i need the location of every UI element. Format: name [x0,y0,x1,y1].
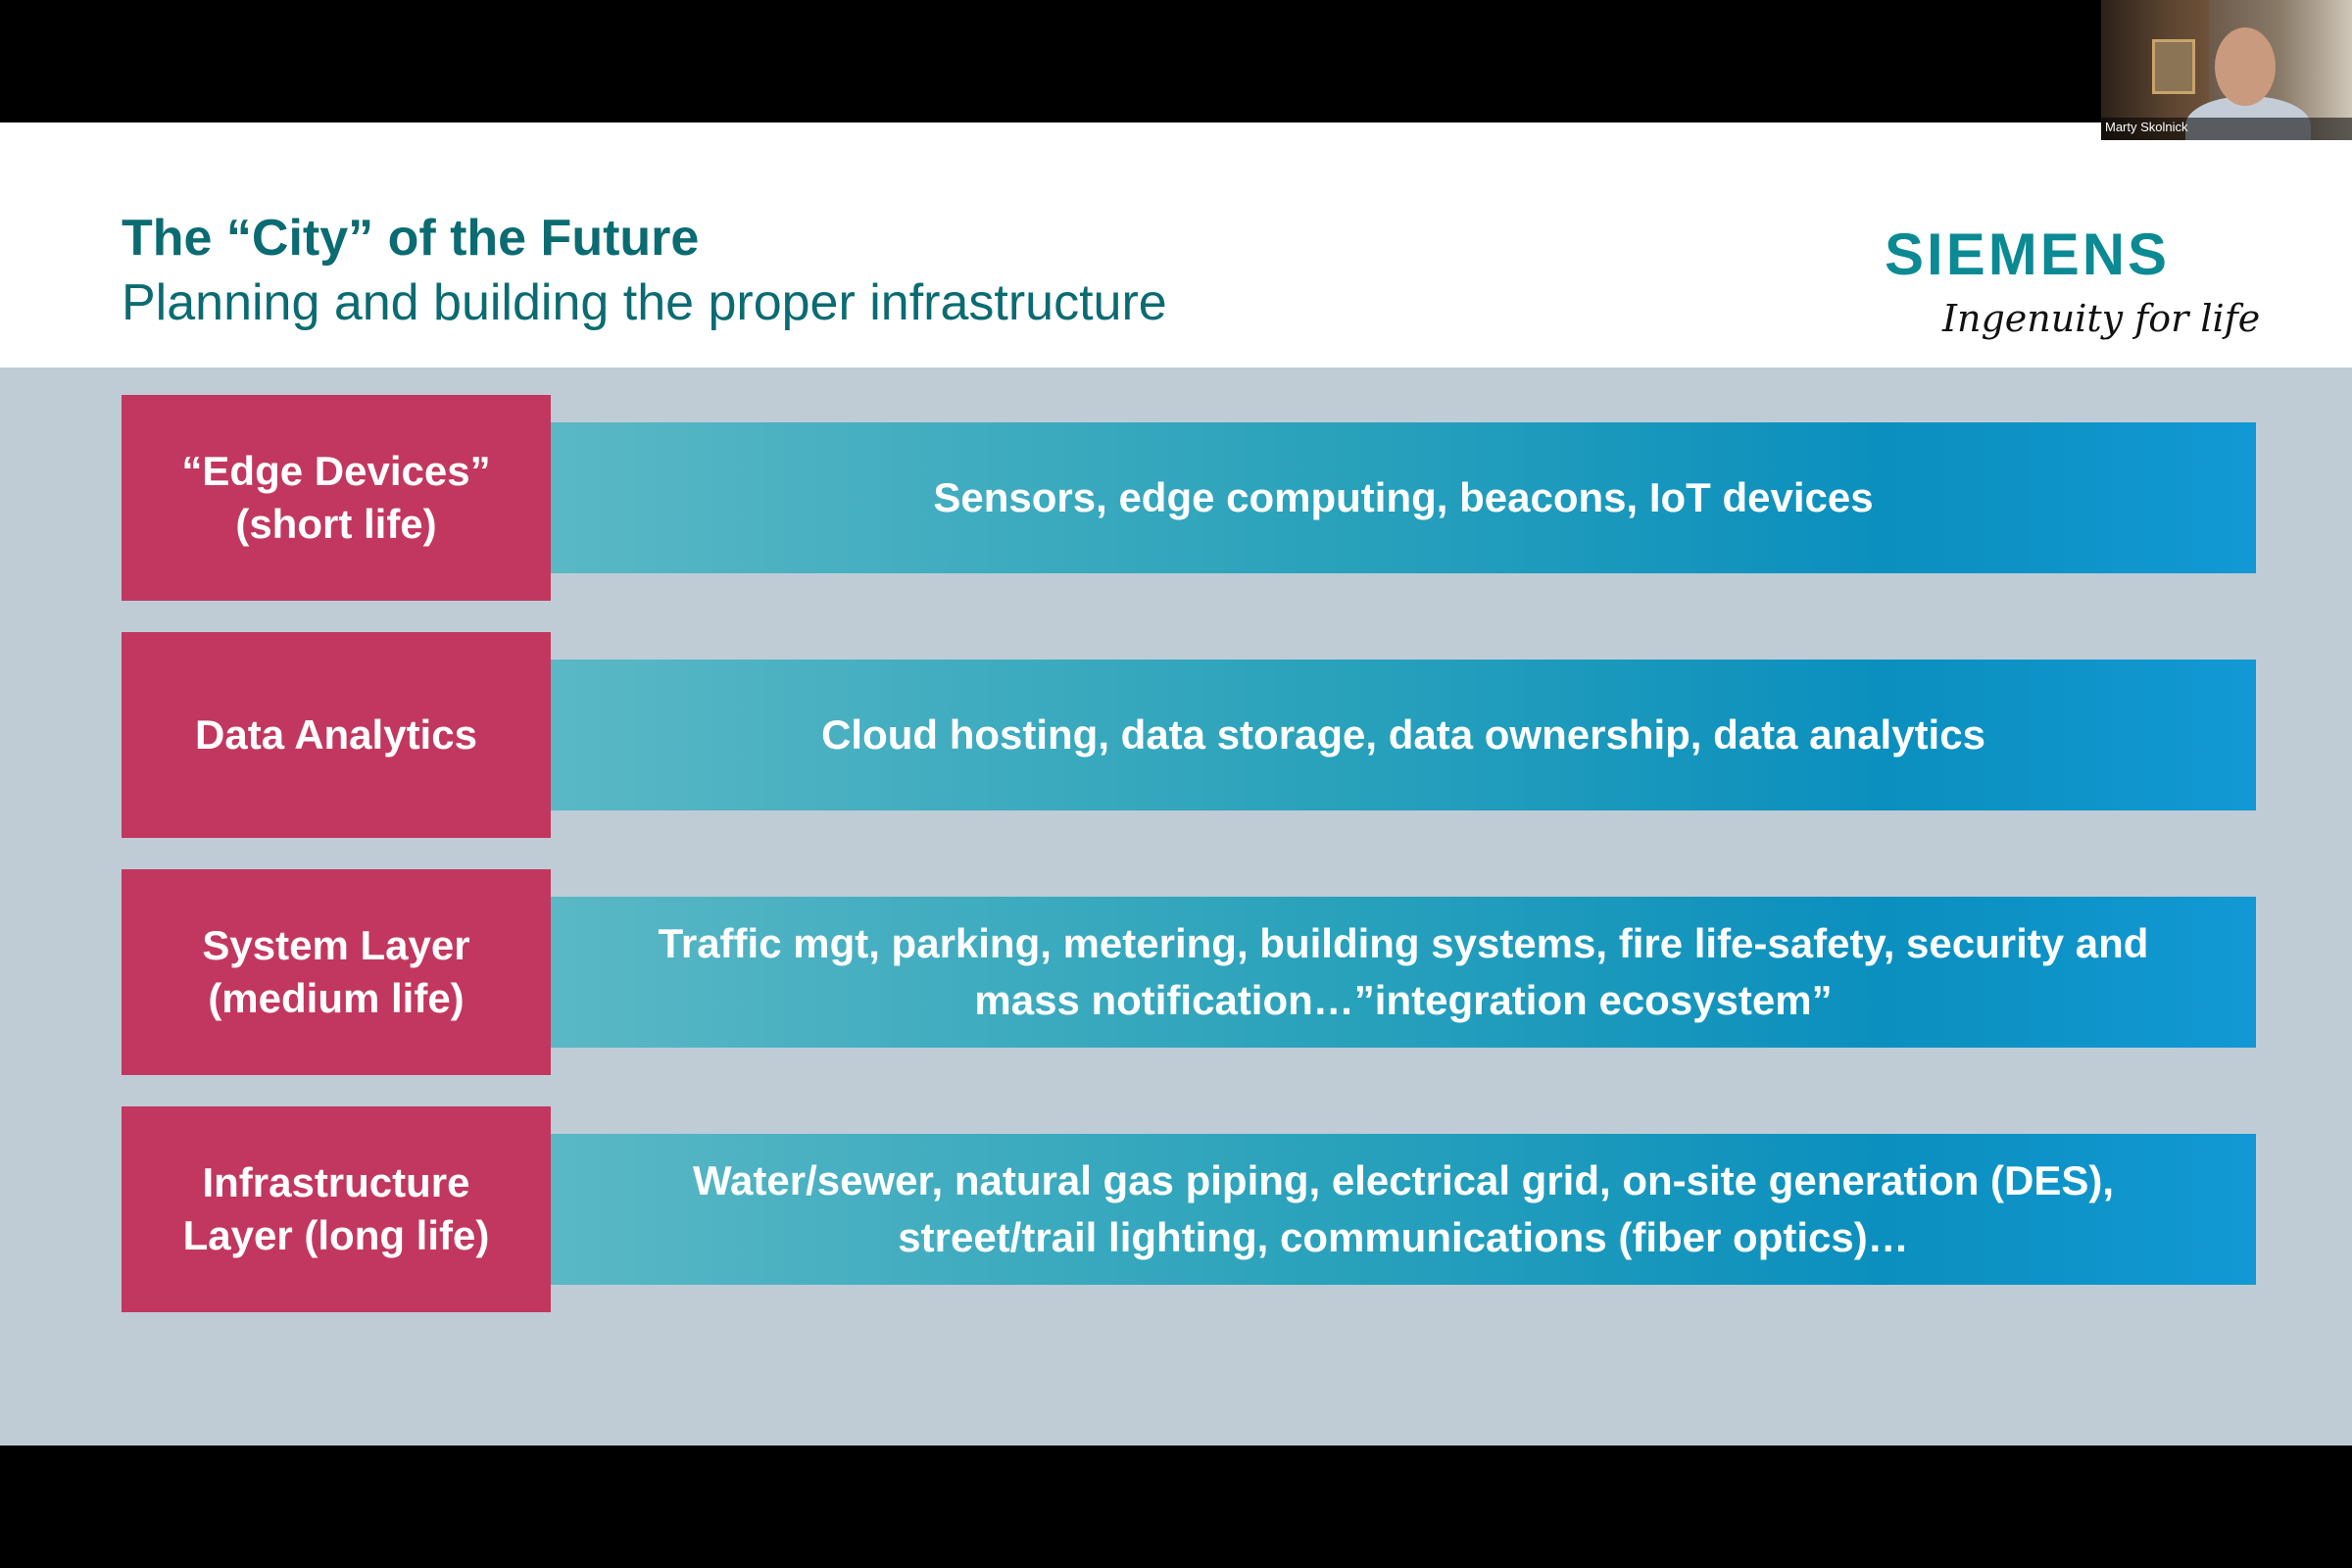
layer-row-data-analytics: Data Analytics Cloud hosting, data stora… [0,632,2352,838]
presentation-slide: The “City” of the Future Planning and bu… [0,122,2352,1446]
layer-row-edge-devices: “Edge Devices” (short life) Sensors, edg… [0,395,2352,601]
layer-description-bar: Sensors, edge computing, beacons, IoT de… [551,422,2256,573]
participant-name-bar [2101,118,2352,140]
slide-subtitle: Planning and building the proper infrast… [122,274,1167,331]
layer-description: Sensors, edge computing, beacons, IoT de… [933,474,1874,520]
layer-description: Water/sewer, natural gas piping, electri… [692,1157,2115,1260]
layer-label-box: Infrastructure Layer (long life) [122,1106,551,1312]
layer-label: System Layer (medium life) [202,922,470,1021]
layer-description: Cloud hosting, data storage, data owners… [821,711,1985,758]
layer-label: “Edge Devices” (short life) [181,448,491,547]
layer-label: Infrastructure Layer (long life) [182,1159,490,1258]
logo-tagline: Ingenuity for life [1942,297,2261,340]
layer-description-bar: Traffic mgt, parking, metering, building… [551,897,2256,1048]
layer-description: Traffic mgt, parking, metering, building… [658,920,2149,1023]
wall-frame [2152,39,2195,94]
siemens-logo: SIEMENS Ingenuity for life [1882,220,2260,358]
layer-row-system-layer: System Layer (medium life) Traffic mgt, … [0,869,2352,1075]
layer-label-box: “Edge Devices” (short life) [122,395,551,601]
layer-description-bar: Cloud hosting, data storage, data owners… [551,660,2256,810]
slide-header: The “City” of the Future Planning and bu… [0,122,2352,368]
layer-row-infrastructure-layer: Infrastructure Layer (long life) Water/s… [0,1106,2352,1312]
participant-name: Marty Skolnick [2105,120,2188,134]
participant-head [2215,27,2276,106]
layer-label: Data Analytics [195,711,477,758]
participant-video-tile[interactable]: Marty Skolnick [2101,0,2352,140]
layer-label-box: System Layer (medium life) [122,869,551,1075]
slide-title: The “City” of the Future [122,210,700,267]
logo-wordmark: SIEMENS [1885,221,2171,287]
layer-label-box: Data Analytics [122,632,551,838]
layer-description-bar: Water/sewer, natural gas piping, electri… [551,1134,2256,1285]
